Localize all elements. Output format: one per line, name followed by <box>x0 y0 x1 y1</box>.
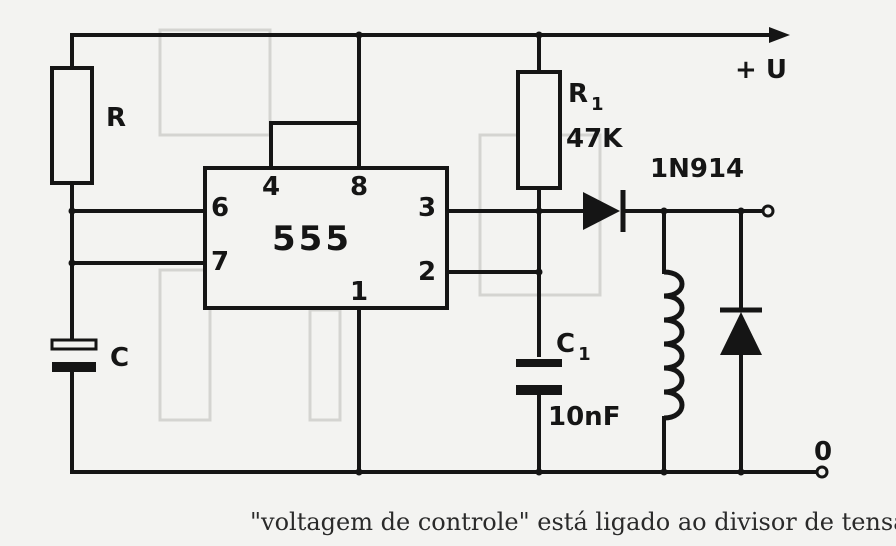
pin-6-label: 6 <box>211 193 229 223</box>
ic-name: 555 <box>272 219 352 259</box>
ground-label: 0 <box>814 437 832 467</box>
resistor-r-label: R <box>106 103 126 133</box>
capacitor-c1-value: 10nF <box>548 402 620 432</box>
diode-1n914 <box>583 190 626 232</box>
flyback-diode <box>720 307 762 355</box>
capacitor-c-label: C <box>110 343 129 373</box>
pin-4-label: 4 <box>262 172 280 202</box>
resistor-r1-value: 47K <box>566 124 623 154</box>
pin-3-label: 3 <box>418 193 436 223</box>
ic-555 <box>203 166 449 310</box>
inductor <box>663 269 685 421</box>
pin-8-label: 8 <box>350 172 368 202</box>
capacitor-c1 <box>516 359 562 395</box>
diode-label: 1N914 <box>650 154 744 184</box>
footer-text: "voltagem de controle" está ligado ao di… <box>250 508 896 536</box>
pin-2-label: 2 <box>418 257 436 287</box>
supply-arrow-icon <box>769 27 790 43</box>
wires <box>70 33 820 474</box>
resistor-r <box>50 66 94 185</box>
supply-label: + U <box>735 55 787 85</box>
output-terminal <box>761 204 775 218</box>
junctions <box>68 31 745 476</box>
pin-1-label: 1 <box>350 277 368 307</box>
resistor-r1 <box>516 70 562 190</box>
pin-7-label: 7 <box>211 247 229 277</box>
ground-terminal <box>815 465 829 479</box>
capacitor-c <box>50 338 98 372</box>
